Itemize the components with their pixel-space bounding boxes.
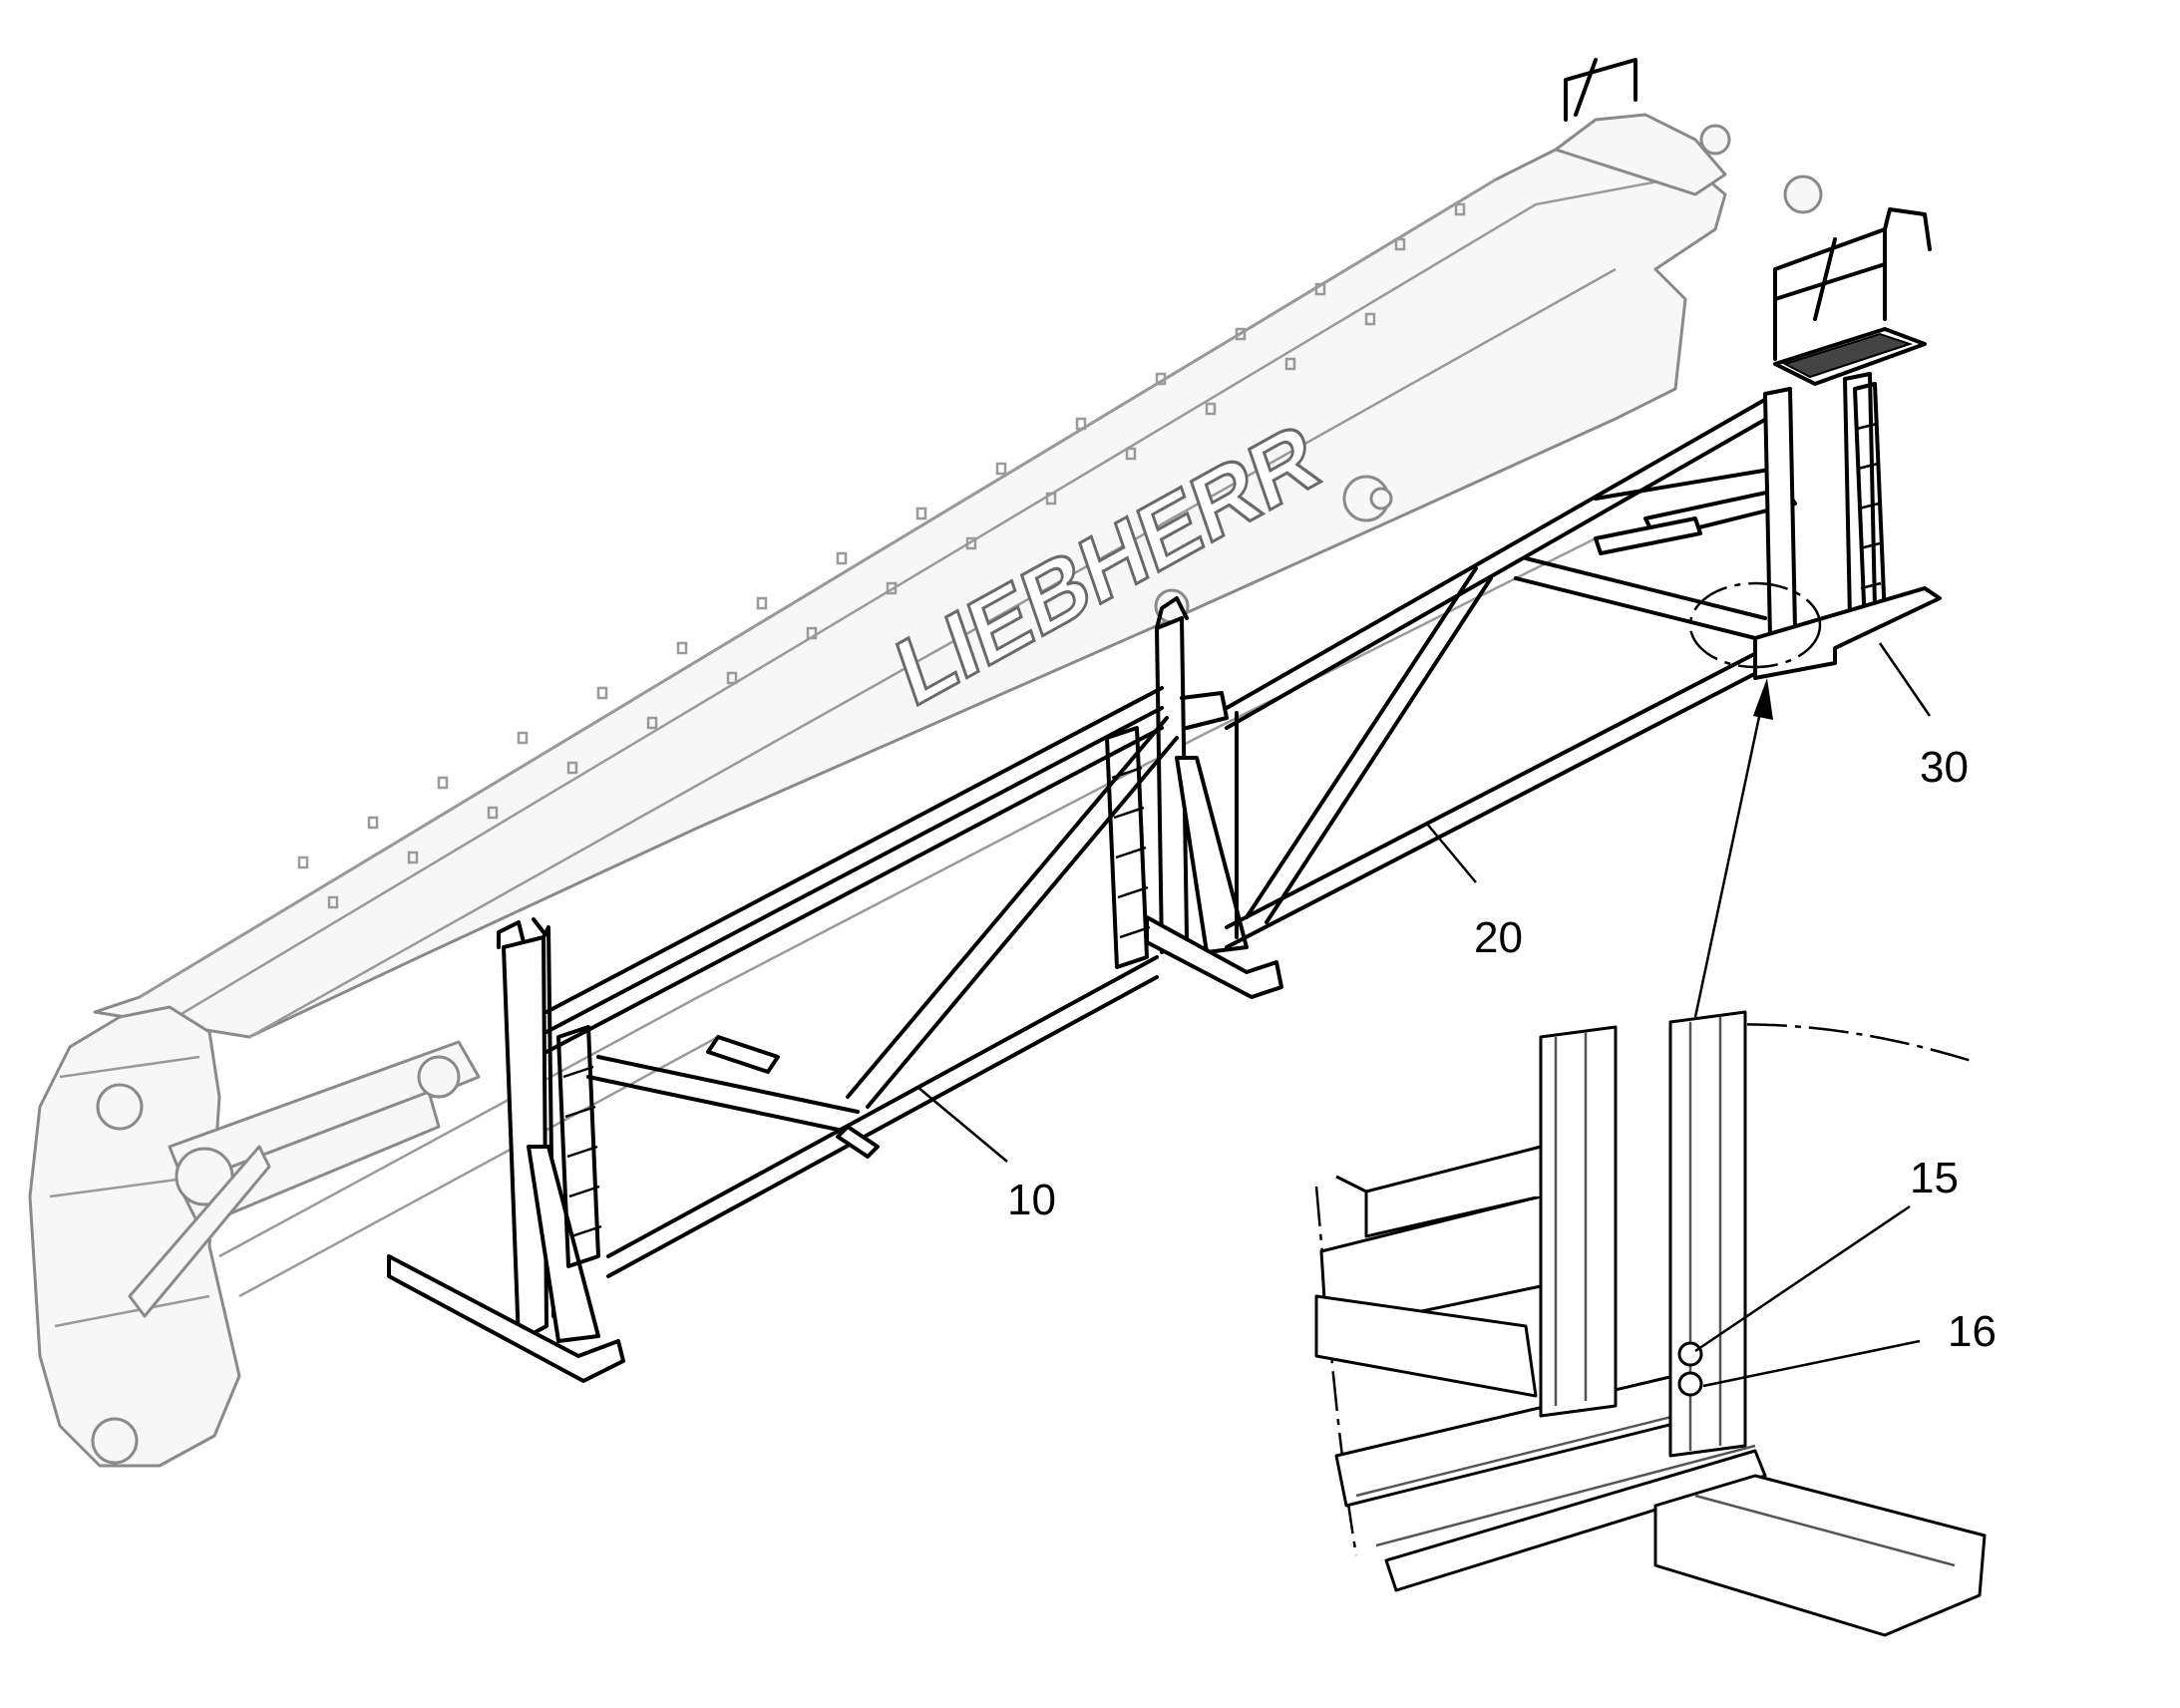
transport-rack-10	[387, 596, 1283, 1383]
transport-rack-20	[1225, 392, 1797, 949]
callout-30: 30	[1920, 743, 1969, 792]
callout-10: 10	[1007, 1176, 1056, 1224]
leader-20	[1425, 822, 1477, 883]
crane-boom	[28, 113, 1823, 1468]
leader-30	[1878, 642, 1932, 717]
detail-arrowhead	[1753, 678, 1773, 720]
detail-view	[1314, 1010, 1987, 1637]
leader-10	[916, 1086, 1008, 1163]
bolt-head-16	[1677, 1371, 1703, 1397]
access-platform-30	[1564, 58, 1942, 680]
callout-20: 20	[1474, 913, 1523, 962]
leader-16	[1702, 1339, 1921, 1388]
callout-16: 16	[1948, 1307, 1997, 1356]
detail-reference-circle	[1688, 581, 1822, 669]
detail-arrow	[1693, 697, 1765, 1018]
leader-15	[1694, 1204, 1911, 1353]
callout-15: 15	[1910, 1154, 1959, 1202]
bolt-head-15	[1677, 1341, 1703, 1367]
